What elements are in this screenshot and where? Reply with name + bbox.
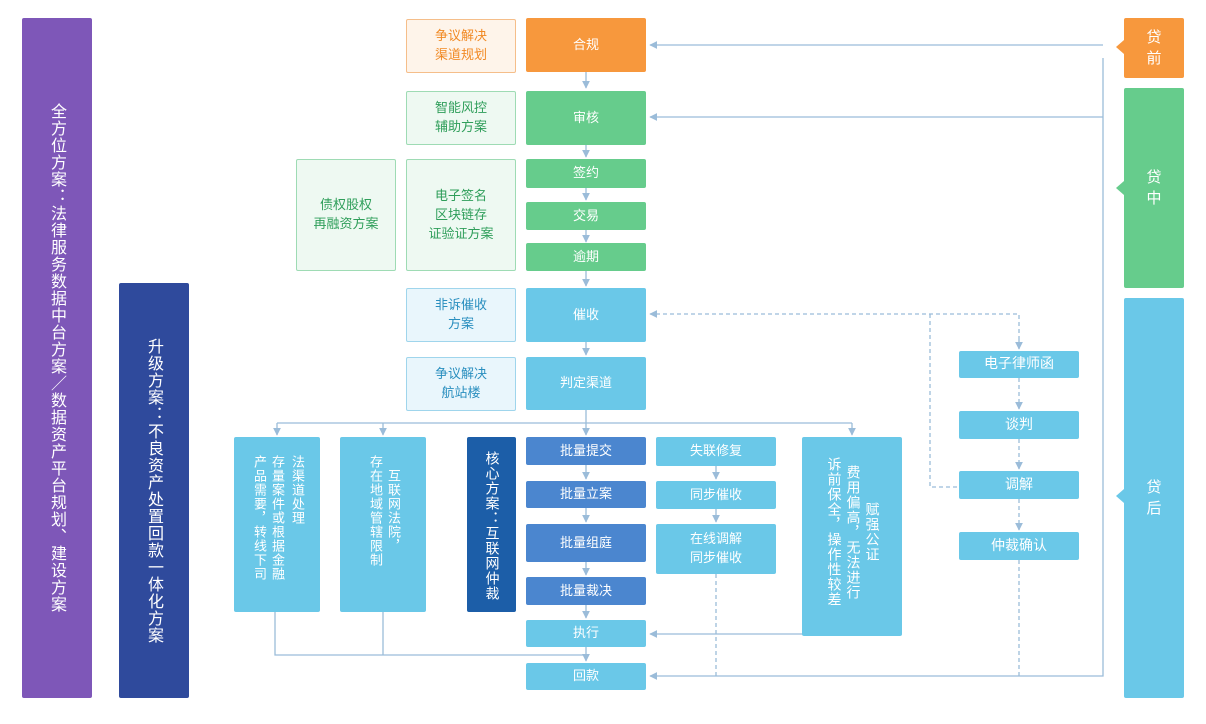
nonlitigation-box: 非诉催收 方案 <box>406 288 516 342</box>
stage-pre-loan-label: 贷 前 <box>1146 28 1162 67</box>
negotiate-node: 谈判 <box>959 411 1079 439</box>
compliance-node: 合规 <box>526 18 646 72</box>
stage-mid-loan: 贷 中 <box>1124 88 1184 288</box>
collection-node: 催收 <box>526 288 646 342</box>
internet-court-box: 互联网法院， 存在地域管辖限制 <box>340 437 426 612</box>
refinance-box: 债权股权 再融资方案 <box>296 159 396 271</box>
channel-node: 判定渠道 <box>526 357 646 410</box>
internet-court-text: 互联网法院， 存在地域管辖限制 <box>367 455 400 567</box>
repayment-node: 回款 <box>526 663 646 690</box>
full-solution-text: 全方位方案：法律服务数据中台方案／数据资产平台规划、建设方案 <box>48 103 67 613</box>
esign-box: 电子签名 区块链存 证验证方案 <box>406 159 516 271</box>
notary-text: 赋强公证 费用偏高，无法进行 诉前保全，操作性较差 <box>825 457 880 607</box>
batch-tribunal-node: 批量组庭 <box>526 524 646 562</box>
sync-collection-node: 同步催收 <box>656 481 776 509</box>
batch-submit-node: 批量提交 <box>526 437 646 465</box>
upgrade-solution-text: 升级方案：不良资产处置回款一体化方案 <box>145 337 164 644</box>
review-node: 审核 <box>526 91 646 145</box>
stock-cases-text: 存量案件或根据金融 产品需要，转线下司 <box>251 455 284 581</box>
stage-post-loan-label: 贷 后 <box>1146 478 1162 517</box>
risk-control-box: 智能风控 辅助方案 <box>406 91 516 145</box>
sign-node: 签约 <box>526 159 646 188</box>
legal-channel-box: 存量案件或根据金融 产品需要，转线下司 法渠道处理 <box>234 437 320 612</box>
arbitration-node: 仲裁确认 <box>959 532 1079 560</box>
batch-award-node: 批量裁决 <box>526 577 646 605</box>
contact-repair-node: 失联修复 <box>656 437 776 466</box>
stage-post-loan: 贷 后 <box>1124 298 1184 698</box>
full-solution-panel: 全方位方案：法律服务数据中台方案／数据资产平台规划、建设方案 <box>22 18 92 698</box>
overdue-node: 逾期 <box>526 243 646 271</box>
stage-mid-loan-label: 贷 中 <box>1146 168 1162 207</box>
dispute-planning-box: 争议解决 渠道规划 <box>406 19 516 73</box>
notary-box: 赋强公证 费用偏高，无法进行 诉前保全，操作性较差 <box>802 437 902 636</box>
dispute-station-box: 争议解决 航站楼 <box>406 357 516 411</box>
mediate-node: 调解 <box>959 471 1079 499</box>
core-solution-text: 核心方案：互联网仲裁 <box>483 451 500 601</box>
batch-file-node: 批量立案 <box>526 481 646 508</box>
execute-node: 执行 <box>526 620 646 647</box>
upgrade-solution-panel: 升级方案：不良资产处置回款一体化方案 <box>119 283 189 698</box>
trade-node: 交易 <box>526 202 646 230</box>
lawyer-letter-node: 电子律师函 <box>959 351 1079 378</box>
online-mediation-node: 在线调解 同步催收 <box>656 524 776 574</box>
legal-channel-text: 法渠道处理 <box>289 455 304 525</box>
core-solution-box: 核心方案：互联网仲裁 <box>467 437 516 612</box>
stage-pre-loan: 贷 前 <box>1124 18 1184 78</box>
